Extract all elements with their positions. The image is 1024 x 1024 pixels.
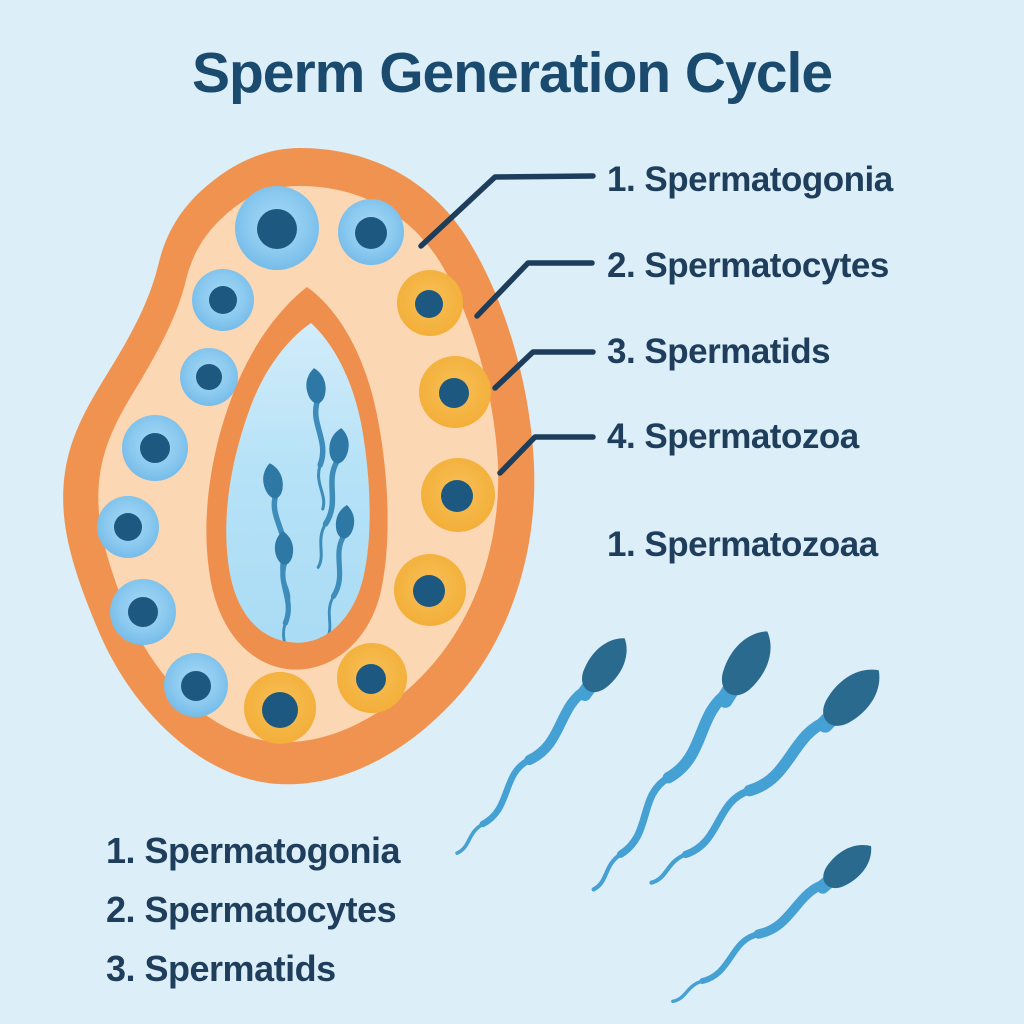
free-spermatozoa-group [455, 631, 880, 1004]
spermatozoon-icon [649, 669, 880, 885]
spermatid-cell [421, 458, 495, 532]
callout-label-spermatids: 3. Spermatids [607, 332, 831, 371]
yellow-cells-group [244, 270, 495, 744]
leader-line-spermatids [492, 349, 596, 391]
spermatid-cell [337, 643, 407, 713]
spermatogonium-cell [164, 653, 228, 717]
spermatogonium-cell [110, 579, 176, 645]
spermatogonium-cell [180, 348, 238, 406]
spermatozoon-icon [274, 530, 294, 643]
annotation-spermatozoaa: 1. Spermatozoaa [607, 525, 878, 564]
spermatozoon-icon [591, 631, 771, 892]
blue-cells-group [97, 186, 404, 717]
spermatozoon-icon [455, 638, 627, 855]
lumen [226, 323, 370, 643]
spermatid-cell [244, 672, 316, 744]
page-title: Sperm Generation Cycle [191, 41, 833, 105]
callout-label-spermatocytes: 2. Spermatocytes [607, 246, 889, 285]
leader-line-spermatozoa [497, 434, 596, 476]
spermatogonium-cell [338, 199, 404, 265]
legend-item-spermatids: 3. Spermatids [106, 948, 336, 989]
legend-item-spermatogonia: 1. Spermatogonia [106, 830, 401, 871]
spermatid-cell [394, 554, 466, 626]
legend-item-spermatocytes: 2. Spermatocytes [106, 889, 397, 930]
spermatid-cell [419, 356, 491, 428]
callout-leader-lines [418, 173, 596, 476]
spermatozoon-icon [306, 368, 326, 511]
lumen-spermatozoa-group [263, 368, 355, 643]
callout-label-spermatogonia: 1. Spermatogonia [607, 160, 893, 199]
legend-list: 1. Spermatogonia 2. Spermatocytes 3. Spe… [106, 830, 401, 990]
spermatozoon-icon [671, 845, 872, 1004]
spermatogonium-cell [97, 496, 159, 558]
tubule-cross-section [63, 148, 535, 785]
callout-label-spermatozoa: 4. Spermatozoa [607, 417, 859, 456]
spermatogonium-cell [235, 186, 319, 270]
spermatogonium-cell [192, 269, 254, 331]
leader-line-spermatocytes [474, 260, 595, 319]
spermatid-cell [397, 270, 463, 336]
spermatozoon-icon [316, 428, 349, 569]
leader-line-spermatogonia [418, 173, 596, 249]
spermatogonium-cell [122, 415, 188, 481]
